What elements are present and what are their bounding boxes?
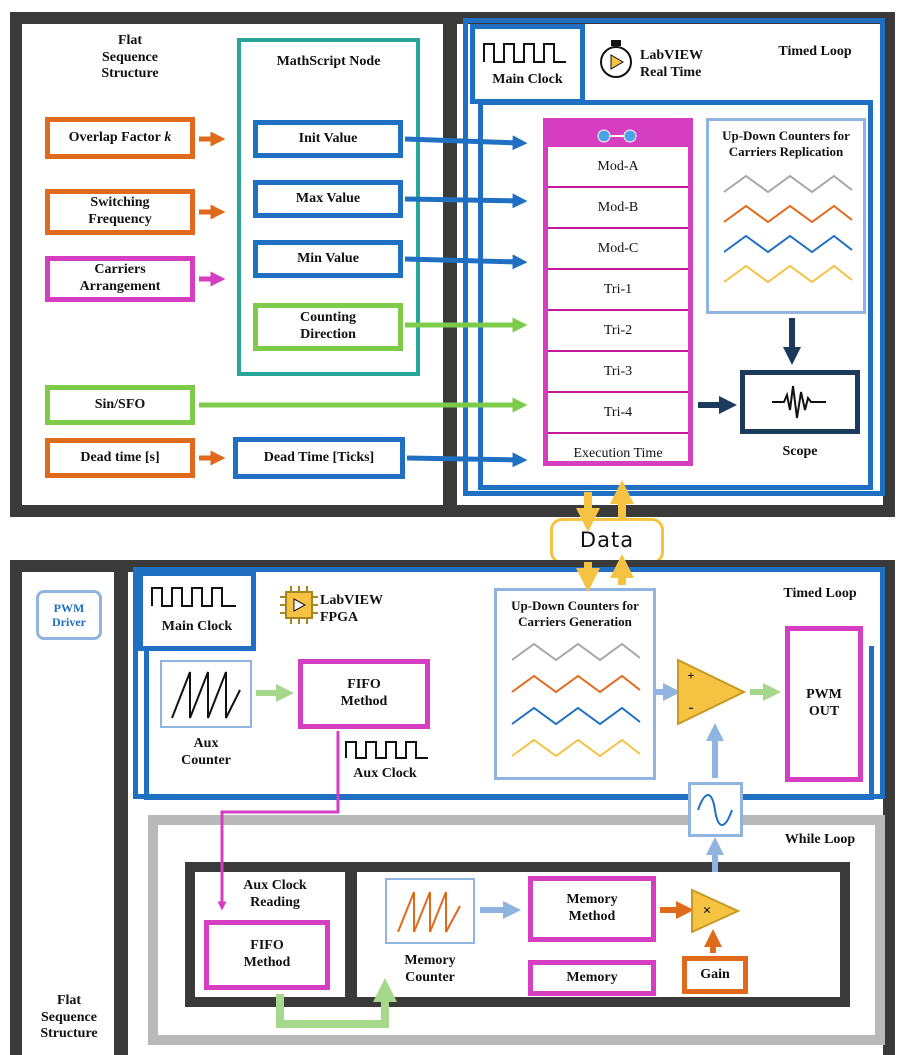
node-item-init-value: Init Value — [253, 120, 403, 158]
top-main-clock: Main Clock — [470, 24, 585, 104]
cluster-item-mod-b: Mod-B — [548, 188, 688, 229]
node-item-counting-direction: Counting Direction — [253, 303, 403, 351]
input-dead-time: Dead time [s] — [45, 438, 195, 478]
bottom-counters-box — [494, 588, 656, 780]
top-flat-sequence-label: Flat Sequence Structure — [101, 32, 159, 82]
top-timed-loop-inner — [478, 100, 873, 490]
cluster-output: Mod-A Mod-B Mod-C Tri-1 Tri-2 Tri-3 Tri-… — [543, 118, 693, 466]
bottom-carrier-waves — [511, 642, 641, 758]
top-carrier-waves — [723, 174, 853, 284]
node-item-min-value: Min Value — [253, 240, 403, 278]
gain-box: Gain — [682, 956, 748, 994]
comparator-minus: - — [688, 700, 694, 716]
cluster-item-tri-3: Tri-3 — [548, 352, 688, 393]
fpga-chip-icon — [280, 586, 318, 624]
aux-clock-label: Aux Clock — [353, 765, 417, 781]
comparator-icon — [677, 658, 747, 726]
inner-sequence-frame — [185, 862, 850, 1007]
scope-signal-icon — [772, 385, 826, 419]
top-clock-wave-icon — [483, 43, 566, 63]
inner-sequence-divider — [345, 862, 357, 1007]
top-timed-loop — [463, 18, 885, 496]
stopwatch-icon — [600, 40, 632, 78]
aux-clock-reading-label: Aux Clock Reading — [243, 878, 307, 910]
bottom-flat-sequence-label: Flat Sequence Structure — [40, 992, 98, 1042]
data-label-box: Data — [550, 518, 664, 564]
memory-box: Memory — [528, 960, 656, 996]
fifo-to-fifo2-connector — [217, 731, 340, 911]
input-overlap-factor: Overlap Factor k — [45, 117, 195, 159]
cluster-item-mod-a: Mod-A — [548, 147, 688, 188]
mathscript-node-label: MathScript Node — [276, 53, 381, 69]
cluster-item-tri-1: Tri-1 — [548, 270, 688, 311]
mathscript-node — [237, 38, 420, 376]
input-switching-frequency: Switching Frequency — [45, 189, 195, 235]
rt-label: LabVIEW Real Time — [640, 48, 704, 80]
pwm-driver-badge: PWM Driver — [36, 590, 102, 640]
comparator-plus: + — [687, 668, 695, 684]
cluster-item-execution-time: Execution Time — [573, 445, 663, 461]
top-counters-title: Up-Down Counters for Carriers Replicatio… — [722, 128, 850, 159]
aux-counter-sawtooth-icon — [171, 671, 241, 719]
input-arrows — [199, 131, 226, 466]
pwm-out-box: PWM OUT — [785, 626, 863, 782]
top-timed-loop-label: Timed Loop — [778, 43, 852, 59]
node-item-max-value: Max Value — [253, 180, 403, 218]
data-exchange-arrows — [576, 480, 634, 592]
cluster-item-tri-4: Tri-4 — [548, 393, 688, 434]
input-carriers-arrangement: Carriers Arrangement — [45, 256, 195, 302]
memory-counter-label: Memory Counter — [404, 953, 456, 985]
cluster-item-mod-c: Mod-C — [548, 229, 688, 270]
bottom-main-clock: Main Clock — [138, 571, 256, 651]
while-loop — [148, 815, 885, 1045]
dead-time-ticks: Dead Time [Ticks] — [233, 437, 405, 479]
bottom-main-clock-label: Main Clock — [161, 619, 233, 635]
input-overlap-factor-k: k — [164, 129, 172, 145]
bottom-counters-title: Up-Down Counters for Carriers Generation — [511, 598, 639, 629]
bottom-frame-divider — [114, 560, 128, 1055]
bottom-clock-wave-icon — [151, 587, 236, 607]
aux-counter-box — [160, 660, 252, 728]
multiplier-icon — [691, 888, 741, 934]
memory-method-box: Memory Method — [528, 876, 656, 942]
multiplier-times: × — [702, 903, 712, 919]
fifo-method-2-box: FIFO Method — [204, 920, 330, 990]
bottom-timed-loop-label: Timed Loop — [783, 585, 857, 601]
top-main-clock-label: Main Clock — [492, 72, 563, 88]
fifo-method-box: FIFO Method — [298, 659, 430, 729]
input-sin-sfo: Sin/SFO — [45, 385, 195, 425]
cluster-connector-icon — [597, 129, 637, 143]
aux-clock-wave-icon — [345, 741, 428, 759]
fpga-label: LabVIEW FPGA — [320, 593, 384, 625]
cluster-item-tri-2: Tri-2 — [548, 311, 688, 352]
memory-counter-sawtooth-icon — [397, 891, 461, 933]
scope-label: Scope — [782, 443, 818, 459]
aux-counter-label: Aux Counter — [181, 736, 231, 768]
sine-wave-icon — [697, 794, 733, 826]
input-overlap-factor-text: Overlap Factor — [68, 129, 161, 145]
while-loop-label: While Loop — [784, 831, 856, 847]
node-to-cluster-arrows — [199, 135, 528, 468]
bottom-timed-loop-inner — [144, 646, 874, 800]
fifo2-to-memory-counter-connector — [276, 978, 397, 1028]
